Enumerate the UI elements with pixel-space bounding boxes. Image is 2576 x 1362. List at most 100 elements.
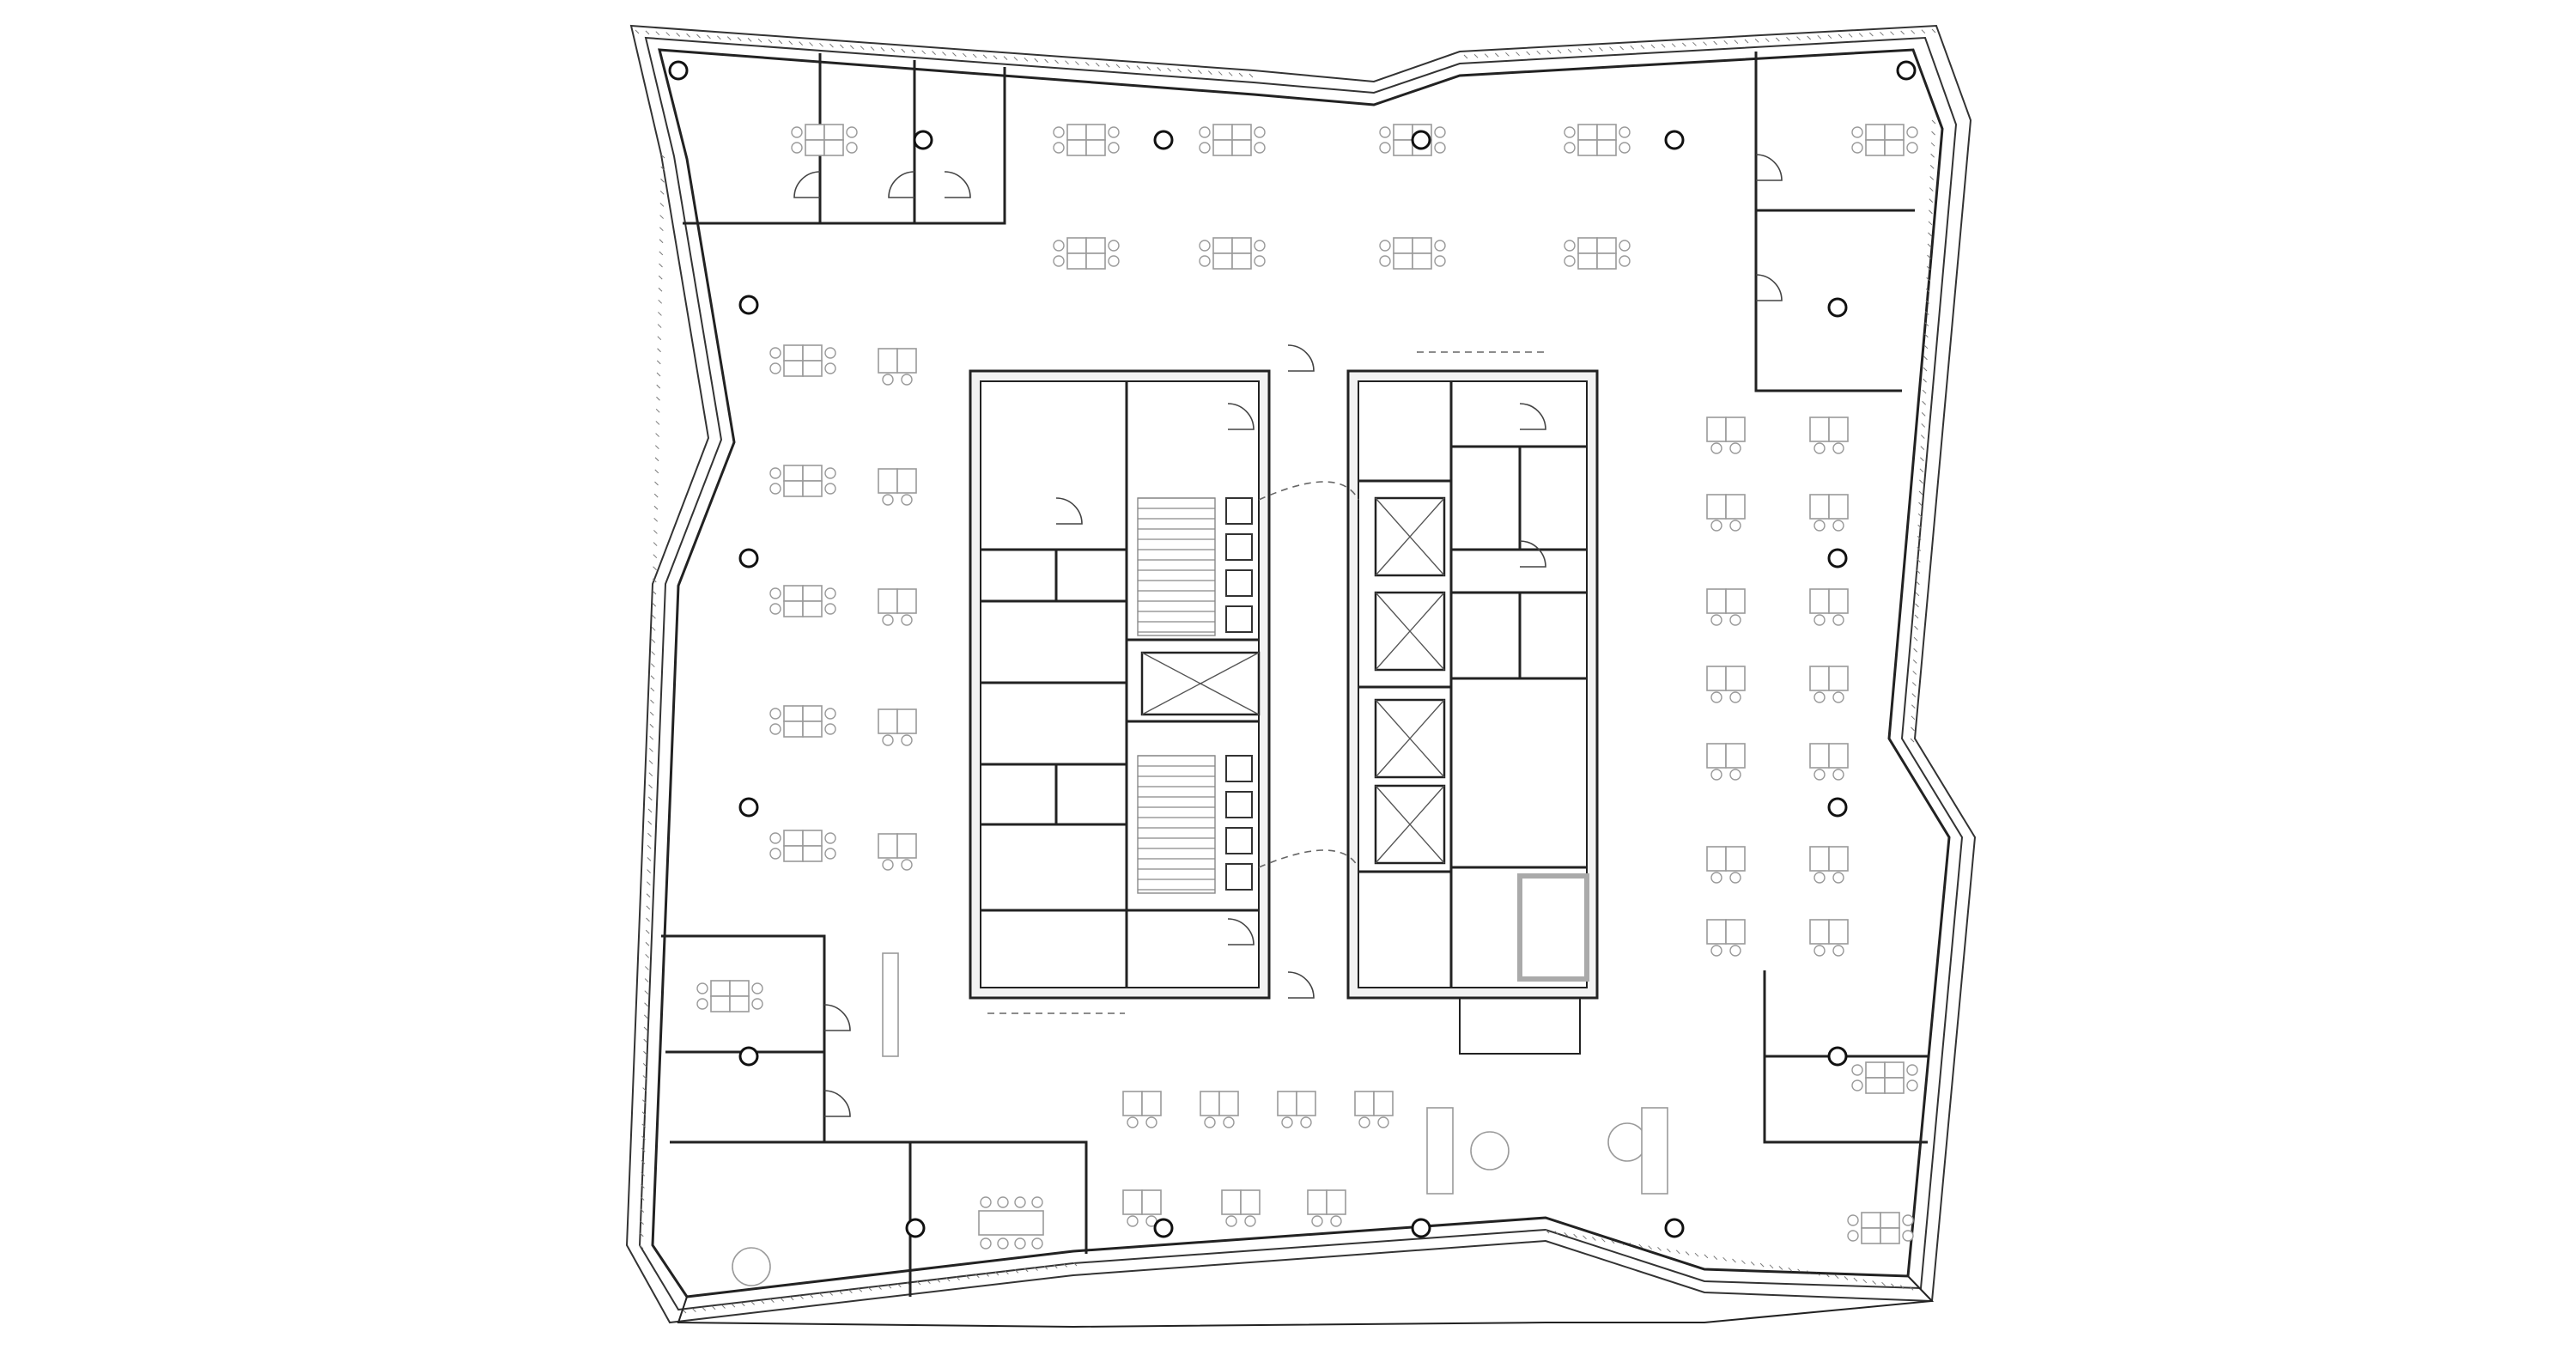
facade-fin: [1619, 46, 1625, 51]
facade-fin: [858, 1287, 863, 1292]
chair: [769, 708, 781, 720]
desk: [1725, 743, 1746, 769]
facade-fin: [711, 1305, 716, 1310]
chair: [769, 347, 781, 359]
facade-fin: [1675, 1250, 1680, 1255]
facade-fin: [676, 33, 681, 37]
facade-fin: [1817, 34, 1822, 40]
elevator-cross: [1141, 652, 1260, 715]
facade-fin: [1657, 1247, 1662, 1251]
facade-fin: [1930, 153, 1935, 158]
round-table: [732, 1247, 771, 1286]
chair: [1710, 691, 1722, 703]
facade-fin: [880, 47, 885, 52]
facade-fin: [1891, 1283, 1895, 1288]
chair: [1902, 1230, 1914, 1242]
door: [888, 171, 915, 198]
facade-fin: [838, 1290, 843, 1295]
facade-fin: [1592, 1237, 1596, 1241]
facade-fin: [1744, 39, 1749, 44]
facade-fin: [658, 312, 662, 316]
facade-fin: [1920, 435, 1925, 439]
facade-fin: [1228, 71, 1233, 76]
chair: [1379, 142, 1391, 154]
facade-fin: [731, 1303, 736, 1308]
door: [1755, 274, 1783, 301]
facade-fin: [760, 1299, 765, 1304]
chair: [1127, 1215, 1139, 1227]
desk: [802, 845, 823, 862]
facade-fin: [641, 1111, 647, 1116]
desk: [1828, 743, 1849, 769]
facade-fin: [1601, 1237, 1606, 1243]
chair: [882, 734, 894, 746]
chair: [1053, 142, 1065, 154]
facade-fin: [645, 929, 650, 934]
desk: [1212, 139, 1233, 156]
desk: [1221, 1189, 1242, 1215]
facade-fin: [644, 978, 649, 982]
door: [1287, 344, 1315, 372]
facade-fin: [647, 808, 653, 813]
desk: [1725, 666, 1746, 691]
chair: [1710, 614, 1722, 626]
elevator-cross: [1375, 497, 1445, 576]
chair: [882, 494, 894, 506]
chair: [1832, 442, 1844, 454]
desk: [896, 348, 917, 374]
chair: [769, 587, 781, 599]
facade-fin: [1734, 40, 1739, 45]
chair: [1434, 255, 1446, 267]
facade-fin: [1034, 1267, 1038, 1271]
desk: [1725, 588, 1746, 614]
facade-fin: [1881, 1281, 1886, 1286]
desk: [783, 585, 804, 602]
chair: [1281, 1116, 1293, 1128]
stair-landing-block: [1225, 755, 1253, 782]
chair: [1906, 1064, 1918, 1076]
facade-fin: [1925, 300, 1930, 304]
chair: [1847, 1230, 1859, 1242]
facade-fin: [651, 639, 656, 643]
chair: [846, 126, 858, 138]
facade-fin: [1661, 43, 1666, 48]
facade-fin: [870, 46, 875, 51]
chair: [696, 998, 708, 1010]
chair: [824, 483, 836, 495]
facade-fin: [645, 941, 650, 946]
desk: [783, 830, 804, 847]
facade-fin: [641, 1171, 646, 1177]
chair: [997, 1196, 1009, 1208]
facade-fin: [656, 372, 661, 377]
facade-fin: [936, 1278, 941, 1283]
facade-fin: [839, 44, 844, 49]
sofa: [1426, 1107, 1454, 1195]
building-core: [969, 369, 1599, 1000]
facade-fin: [660, 166, 665, 171]
facade-fin: [648, 760, 653, 764]
chair: [882, 614, 894, 626]
facade-fin: [650, 687, 655, 692]
desk: [896, 588, 917, 614]
desk: [1880, 1227, 1900, 1244]
desk: [1577, 252, 1598, 270]
chair: [1300, 1116, 1312, 1128]
facade-fin: [1024, 1268, 1029, 1273]
facade-fin: [1238, 72, 1243, 77]
facade-fin: [916, 1280, 921, 1286]
facade-fin: [1827, 34, 1832, 40]
chair: [1729, 614, 1741, 626]
chair: [1254, 142, 1266, 154]
facade-fin: [1095, 62, 1100, 67]
facade-fin: [647, 844, 652, 849]
facade-fin: [653, 530, 658, 534]
facade: [625, 24, 1977, 1324]
facade-fin: [659, 215, 664, 219]
facade-fin: [1557, 49, 1562, 54]
facade-fin: [965, 1274, 970, 1280]
chair: [1729, 872, 1741, 884]
facade-fin: [1920, 446, 1925, 450]
facade-fin: [1924, 322, 1929, 326]
stair-landing-block: [1225, 497, 1253, 525]
chair: [1832, 945, 1844, 957]
